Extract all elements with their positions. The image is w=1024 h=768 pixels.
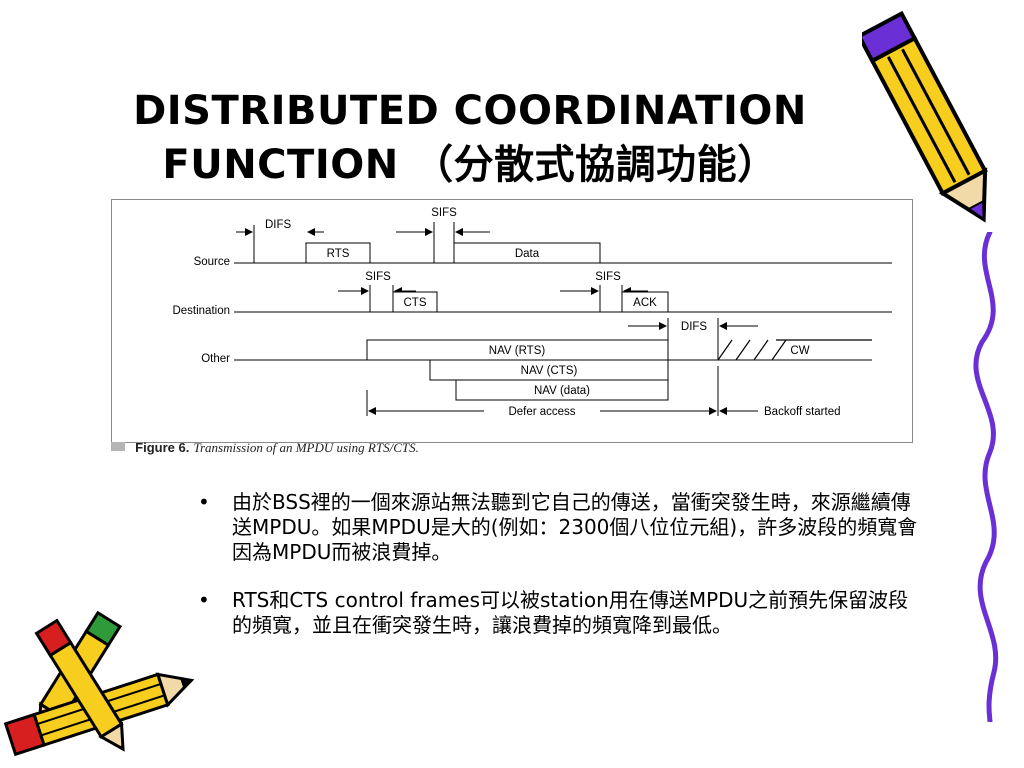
pencil-top-right-icon [862, 10, 988, 223]
caption-label: Figure 6. [135, 440, 190, 455]
caption-marker [111, 442, 125, 451]
slide-title-line-2: FUNCTION （分散式協調功能） [162, 142, 778, 188]
rts-frame [305, 242, 371, 264]
ack-label: ACK [633, 297, 657, 309]
nav-data-bar [455, 379, 669, 401]
nav-cts-label: NAV (CTS) [521, 365, 578, 377]
bullet-item-2: • RTS和CTS control frames可以被station用在傳送MP… [198, 588, 928, 638]
nav-rts-label: NAV (RTS) [489, 345, 546, 357]
data-label: Data [515, 248, 540, 260]
source-difs-label: DIFS [265, 219, 292, 231]
cw-slashes [717, 339, 872, 361]
bullet-list: • 由於BSS裡的一個來源站無法聽到它自己的傳送，當衝突發生時，來源繼續傳送MP… [198, 490, 928, 661]
slide-title: DISTRIBUTED COORDINATION FUNCTION （分散式協調… [60, 84, 880, 192]
caption-text: Transmission of an MPDU using RTS/CTS. [193, 440, 419, 455]
rts-label: RTS [327, 248, 350, 260]
bullet-item-1: • 由於BSS裡的一個來源站無法聽到它自己的傳送，當衝突發生時，來源繼續傳送MP… [198, 490, 928, 565]
figure-caption: Figure 6. Transmission of an MPDU using … [111, 440, 419, 456]
row-label-other: Other [201, 353, 230, 365]
timing-diagram: Source Destination Other DIFS RTS SIFS D… [111, 199, 913, 443]
bullet-text-1: 由於BSS裡的一個來源站無法聽到它自己的傳送，當衝突發生時，來源繼續傳送MPDU… [232, 490, 918, 564]
bullet-dot: • [198, 490, 210, 514]
bullet-dot: • [198, 588, 210, 612]
row-label-source: Source [194, 256, 230, 268]
row-label-destination: Destination [172, 305, 230, 317]
pencils-bottom-left-icon [3, 610, 195, 757]
source-sifs-label: SIFS [431, 207, 457, 219]
bullet-text-2: RTS和CTS control frames可以被station用在傳送MPDU… [232, 588, 909, 637]
nav-data-label: NAV (data) [534, 385, 590, 397]
other-difs-label: DIFS [681, 321, 708, 333]
defer-access-label: Defer access [508, 406, 575, 418]
slide-title-line-1: DISTRIBUTED COORDINATION [133, 88, 807, 134]
cts-frame [392, 291, 438, 313]
dest-sifs-label-2: SIFS [595, 271, 621, 283]
data-frame [453, 242, 601, 264]
dest-sifs-label-1: SIFS [365, 271, 391, 283]
ack-frame [621, 291, 669, 313]
backoff-label: Backoff started [764, 406, 841, 418]
cw-label: CW [790, 345, 809, 357]
cts-label: CTS [404, 297, 427, 309]
purple-squiggle-icon [973, 232, 999, 722]
